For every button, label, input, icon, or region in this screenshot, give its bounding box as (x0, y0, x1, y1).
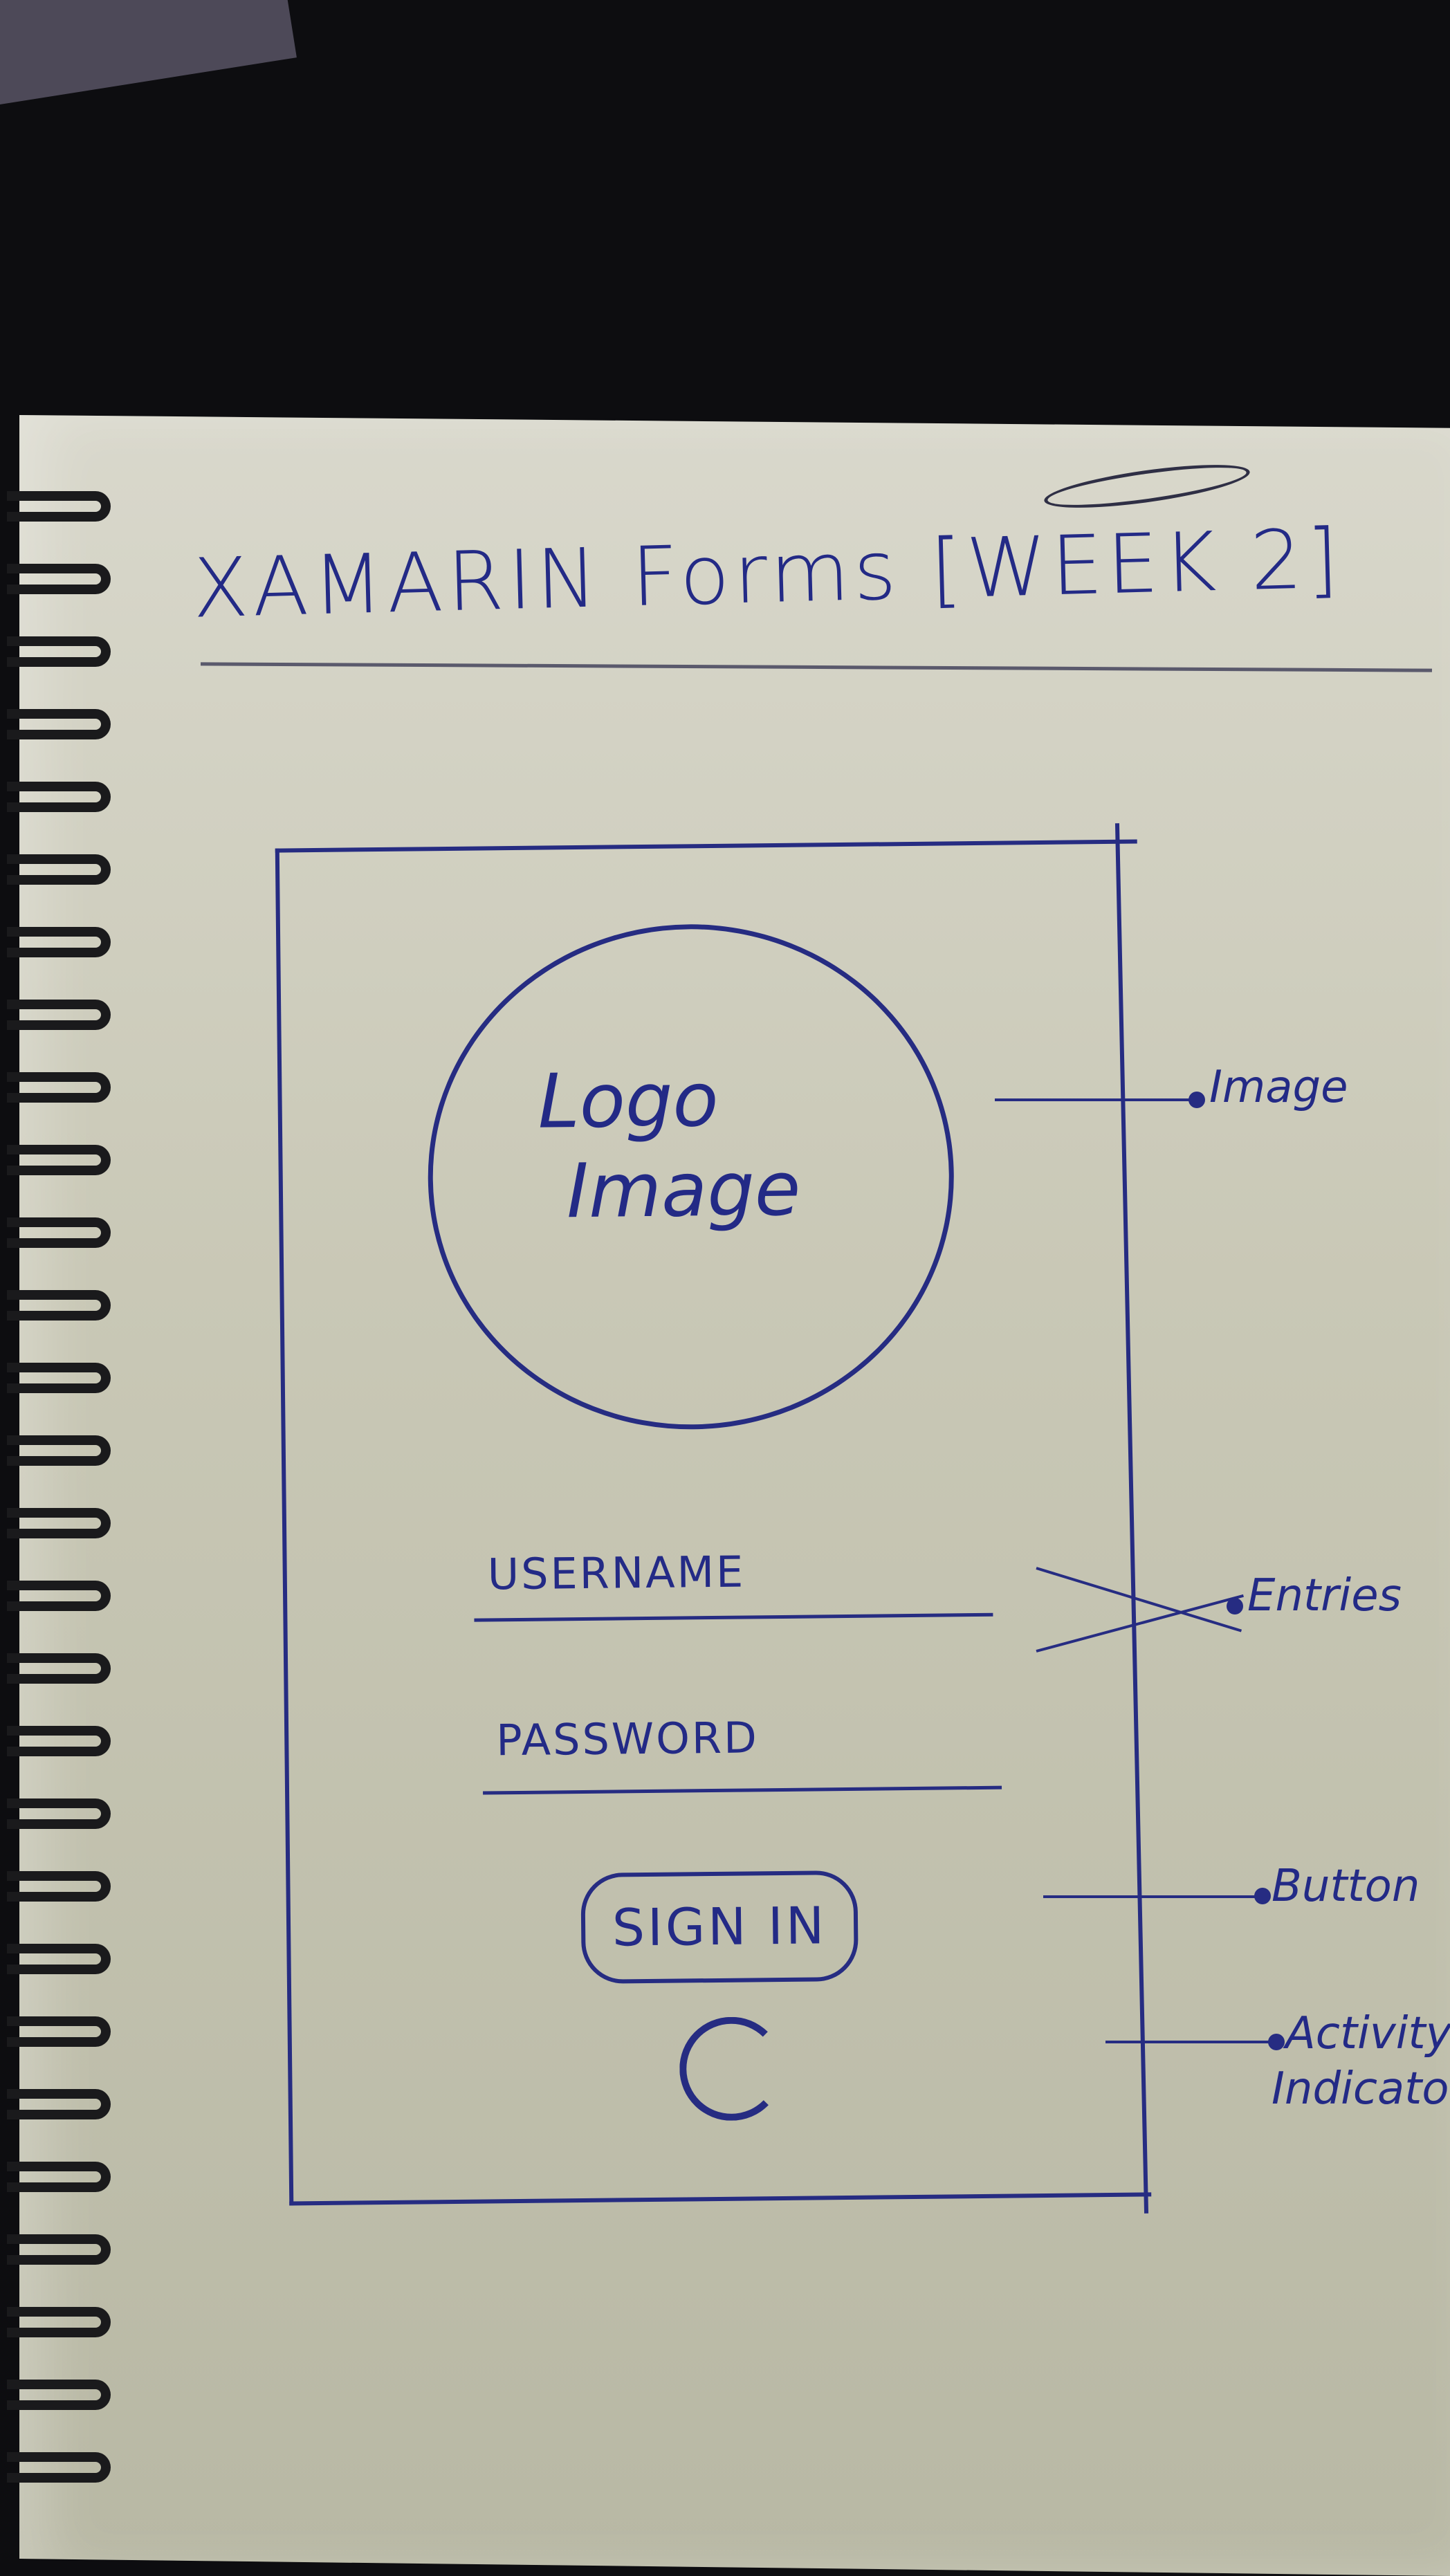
button-annotation-line (1043, 1895, 1265, 1898)
activity-annotation-dot (1268, 2034, 1285, 2050)
sign-in-button[interactable]: SIGN IN (580, 1870, 859, 1985)
logo-label-line1: Logo (537, 1056, 719, 1146)
password-label: PASSWORD (495, 1712, 760, 1766)
logo-label-line2: Image (566, 1146, 801, 1235)
username-entry[interactable] (474, 1612, 993, 1622)
username-label: USERNAME (487, 1546, 746, 1600)
activity-annotation-label: Activity Indicator (1272, 2006, 1450, 2117)
activity-annotation-line1: Activity (1285, 2008, 1450, 2059)
background-paper-corner (0, 0, 297, 108)
logo-image-label: Logo Image (538, 1055, 801, 1238)
activity-annotation-line (1105, 2041, 1278, 2043)
button-annotation-dot (1254, 1888, 1271, 1904)
notebook-page: XAMARIN Forms [WEEK 2] Logo Image USERNA… (7, 415, 1450, 2576)
password-entry[interactable] (483, 1785, 1002, 1795)
image-annotation-line (995, 1098, 1195, 1101)
image-annotation-dot (1189, 1092, 1205, 1108)
paper-sheet (19, 415, 1450, 2576)
entries-annotation-label: Entries (1247, 1570, 1402, 1621)
phone-wireframe: Logo Image USERNAME PASSWORD SIGN IN (275, 839, 1152, 2206)
activity-annotation-line2: Indicator (1272, 2063, 1450, 2115)
entries-annotation-dot (1227, 1598, 1243, 1614)
image-annotation-label: Image (1209, 1062, 1348, 1113)
button-annotation-label: Button (1272, 1861, 1420, 1912)
activity-indicator-icon (679, 2016, 784, 2122)
